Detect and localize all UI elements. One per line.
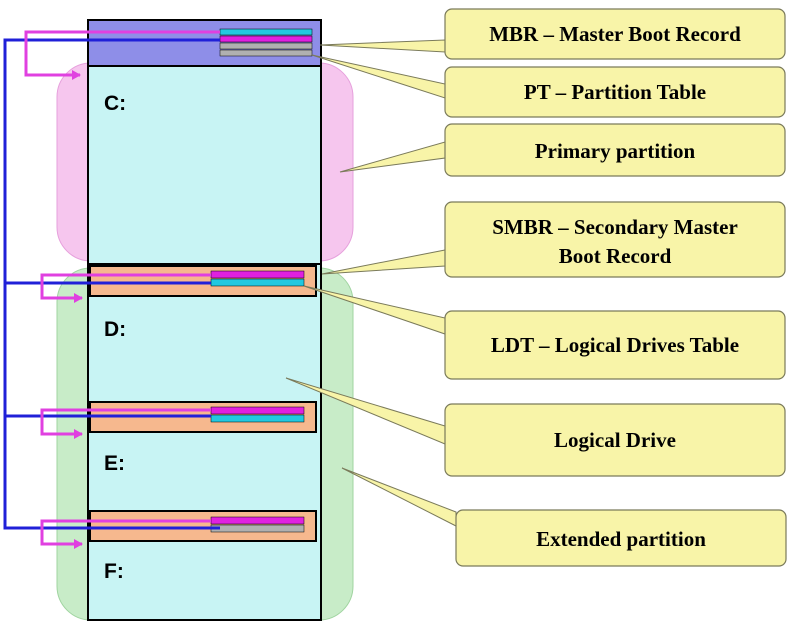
callout-smbr: SMBR – Secondary Master Boot Record (444, 201, 786, 278)
callout-extended-text: Extended partition (536, 527, 706, 551)
drive-c-label: C: (104, 92, 126, 115)
callout-mbr: MBR – Master Boot Record (444, 8, 786, 60)
callout-logical: Logical Drive (444, 403, 786, 477)
callout-pointer-primary (339, 141, 446, 173)
callout-primary-text: Primary partition (535, 139, 696, 163)
drive-c-area (87, 65, 322, 265)
magenta-pointer-arrow (40, 408, 211, 439)
magenta-pointer-arrow (40, 273, 211, 303)
drive-d-area (87, 263, 322, 621)
callout-extended: Extended partition (455, 509, 787, 567)
drive-e-label: E: (104, 452, 125, 475)
callout-pt: PT – Partition Table (444, 66, 786, 118)
callout-logical-text: Logical Drive (554, 428, 676, 452)
drive-f-label: F: (104, 560, 124, 583)
callout-pointer-mbr (319, 39, 446, 53)
mbr-table-bar (219, 35, 313, 43)
callout-ldt: LDT – Logical Drives Table (444, 310, 786, 380)
ldt-bar (210, 524, 305, 533)
callout-primary: Primary partition (444, 123, 786, 177)
callout-pt-text: PT – Partition Table (524, 80, 706, 104)
magenta-pointer-arrow (40, 519, 211, 549)
mbr-table-bar (219, 42, 313, 50)
magenta-pointer-arrow (24, 30, 220, 80)
ldt-bar (210, 406, 305, 415)
callout-ldt-text: LDT – Logical Drives Table (491, 333, 739, 357)
ldt-bar (210, 414, 305, 423)
callout-pointer-extended (341, 467, 457, 527)
ldt-bar (210, 270, 305, 279)
mbr-table-bar (219, 28, 313, 36)
callout-smbr-text-line1: SMBR – Secondary Master (492, 215, 738, 239)
ldt-bar (210, 278, 305, 287)
mbr-table-bar (219, 49, 313, 57)
callout-mbr-text: MBR – Master Boot Record (489, 22, 741, 46)
ldt-bar (210, 516, 305, 525)
callout-smbr-text-line2: Boot Record (559, 244, 672, 268)
drive-d-label: D: (104, 318, 126, 341)
